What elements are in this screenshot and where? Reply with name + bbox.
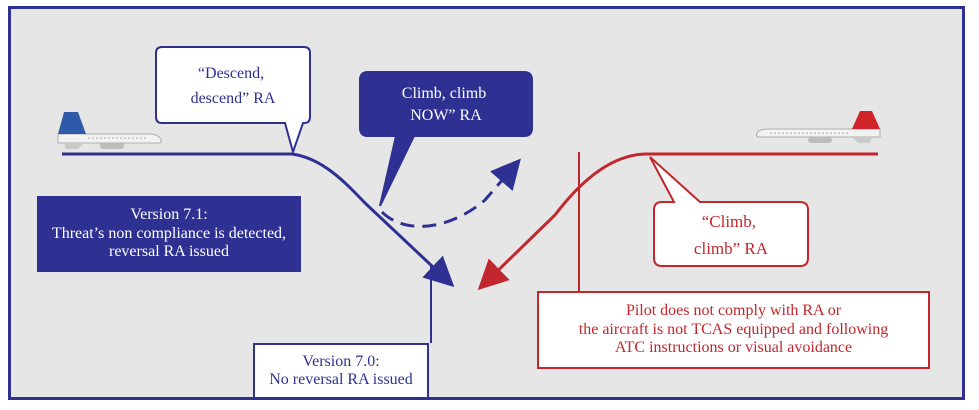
climb-callout-line2: climb” RA bbox=[694, 239, 769, 258]
pilot-noncompliance-box: Pilot does not comply with RA or the air… bbox=[537, 291, 930, 369]
pilot-line3: ATC instructions or visual avoidance bbox=[614, 339, 853, 357]
climb-now-callout-line2: NOW” RA bbox=[410, 107, 482, 124]
left-aircraft-icon bbox=[57, 112, 162, 149]
descend-callout: “Descend, descend” RA bbox=[155, 46, 311, 156]
climb-callout: “Climb, climb” RA bbox=[649, 156, 809, 267]
descend-callout-line2: descend” RA bbox=[191, 90, 276, 107]
pilot-line1: Pilot does not comply with RA or bbox=[625, 302, 842, 320]
red-aircraft-path bbox=[477, 152, 878, 291]
version-7-0-box: Version 7.0: No reversal RA issued bbox=[253, 343, 429, 399]
svg-text:Climb, climb NOW” RA: Climb, climb NOW” RA bbox=[402, 85, 490, 124]
v71-line3: reversal RA issued bbox=[109, 243, 229, 261]
blue-aircraft-path bbox=[62, 152, 455, 288]
climb-now-callout: Climb, climb NOW” RA bbox=[359, 71, 533, 207]
climb-callout-line1: “Climb, bbox=[702, 212, 756, 231]
v71-line2: Threat’s non compliance is detected, bbox=[51, 224, 287, 242]
version-7-1-box: Version 7.1: Threat’s non compliance is … bbox=[37, 196, 301, 272]
descend-callout-line1: “Descend, bbox=[198, 65, 264, 82]
climb-now-callout-line1: Climb, climb bbox=[402, 85, 486, 102]
svg-text:“Climb, climb” RA: “Climb, climb” RA bbox=[694, 212, 769, 258]
v71-line1: Version 7.1: bbox=[130, 206, 208, 224]
v70-line1: Version 7.0: bbox=[302, 352, 380, 370]
svg-text:“Descend, descend” RA: “Descend, descend” RA bbox=[191, 65, 276, 107]
v70-line2: No reversal RA issued bbox=[269, 371, 413, 388]
right-aircraft-icon bbox=[756, 111, 881, 143]
pilot-line2: the aircraft is not TCAS equipped and fo… bbox=[578, 320, 889, 338]
reversal-dashed-path bbox=[380, 158, 521, 228]
